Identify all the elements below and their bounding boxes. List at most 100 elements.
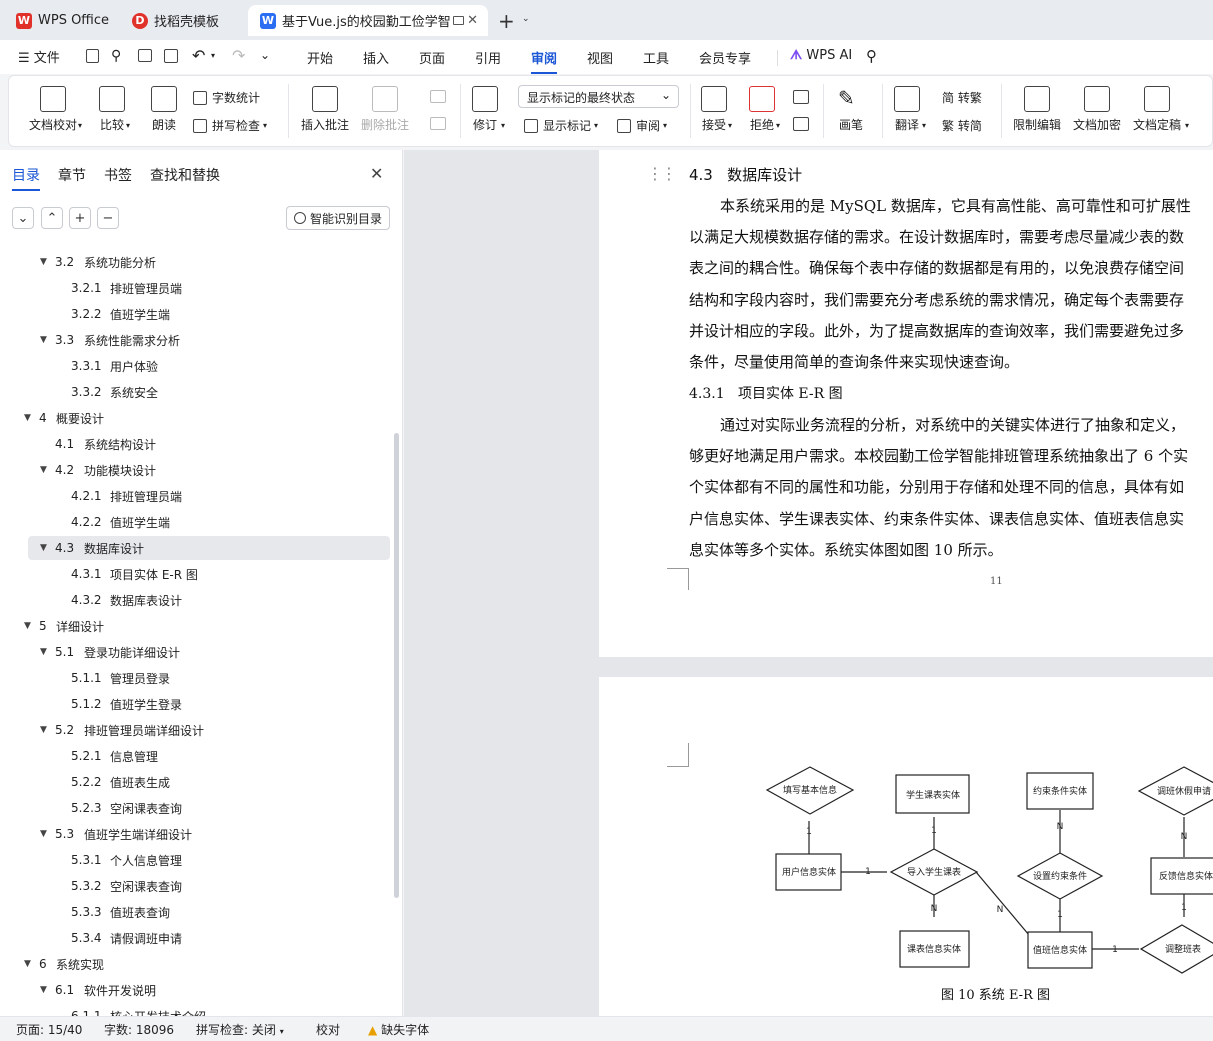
save-icon[interactable] xyxy=(86,49,99,63)
proof-status[interactable]: 校对 xyxy=(316,1023,341,1037)
print-icon[interactable] xyxy=(138,49,152,62)
expand-arrow-icon[interactable]: ▼ xyxy=(40,257,47,267)
next-revision-icon[interactable] xyxy=(793,117,809,131)
menu-member[interactable]: 会员专享 xyxy=(699,52,752,67)
print-preview-icon[interactable] xyxy=(164,49,178,63)
menu-tools[interactable]: 工具 xyxy=(643,52,670,67)
collapse-all-button[interactable]: ⌄ xyxy=(12,207,34,229)
spell-check-status[interactable]: 拼写检查: 关闭 ▾ xyxy=(196,1023,284,1037)
menu-page[interactable]: 页面 xyxy=(419,52,446,67)
spell-check-button[interactable]: 拼写检查 ▾ xyxy=(193,117,267,134)
word-count[interactable]: 字数: 18096 xyxy=(104,1023,175,1037)
delete-comment-button[interactable]: 删除批注 xyxy=(361,86,409,133)
doc-finalize-button[interactable]: 文档定稿 xyxy=(1133,86,1181,133)
tab-find-replace[interactable]: 查找和替换 xyxy=(150,168,220,184)
restrict-edit-button[interactable]: 限制编辑 xyxy=(1013,86,1061,133)
undo-icon[interactable]: ↶ xyxy=(192,46,206,65)
read-aloud-button[interactable]: 朗读 xyxy=(151,86,177,133)
prev-revision-icon[interactable] xyxy=(793,90,809,104)
expand-arrow-icon[interactable]: ▼ xyxy=(24,959,31,969)
pen-button[interactable]: ✎画笔 xyxy=(838,86,864,133)
close-icon[interactable]: ✕ xyxy=(370,164,384,183)
expand-arrow-icon[interactable]: ▼ xyxy=(40,985,47,995)
next-comment-icon[interactable] xyxy=(430,117,446,130)
file-menu[interactable]: ☰ 文件 xyxy=(18,51,60,66)
chevron-down-icon[interactable]: ⌄ xyxy=(260,48,271,62)
menu-insert[interactable]: 插入 xyxy=(363,52,390,67)
prev-comment-icon[interactable] xyxy=(430,90,446,103)
to-simplified-button[interactable]: 繁 转简 xyxy=(942,117,982,134)
word-count-button[interactable]: 字数统计 xyxy=(193,89,260,106)
expand-arrow-icon[interactable]: ▼ xyxy=(40,829,47,839)
tab-chapters[interactable]: 章节 xyxy=(58,168,86,184)
menu-reference[interactable]: 引用 xyxy=(475,52,502,67)
expand-up-button[interactable]: ⌃ xyxy=(41,207,63,229)
translate-button[interactable]: 翻译 xyxy=(894,86,920,133)
remove-entry-button[interactable]: − xyxy=(97,207,119,229)
chevron-down-icon[interactable]: ▾ xyxy=(211,51,216,60)
chevron-down-icon[interactable]: ⌄ xyxy=(522,14,530,24)
tab-template[interactable]: D 找稻壳模板 xyxy=(120,5,244,36)
smart-toc-button[interactable]: 智能识别目录 xyxy=(286,206,390,230)
tab-toc[interactable]: 目录 xyxy=(12,165,40,191)
scrollbar[interactable] xyxy=(394,433,399,898)
drag-handle-icon[interactable]: ⋮⋮ xyxy=(647,164,677,183)
accept-button[interactable]: 接受 xyxy=(701,86,727,133)
page-indicator[interactable]: 页面: 15/40 xyxy=(16,1023,83,1037)
menu-start[interactable]: 开始 xyxy=(307,52,334,67)
show-markup-button[interactable]: 显示标记 ▾ xyxy=(524,117,598,134)
add-entry-button[interactable]: + xyxy=(69,207,91,229)
reject-button[interactable]: 拒绝 xyxy=(749,86,775,133)
expand-arrow-icon[interactable]: ▼ xyxy=(40,335,47,345)
close-icon[interactable]: ✕ xyxy=(467,13,478,28)
link-icon[interactable]: ⚲ xyxy=(111,48,122,64)
expand-arrow-icon[interactable]: ▼ xyxy=(40,725,47,735)
wps-ai-button[interactable]: ᗑ WPS AI xyxy=(790,48,852,63)
expand-arrow-icon[interactable]: ▼ xyxy=(24,621,31,631)
menu-review[interactable]: 审阅 xyxy=(531,48,558,74)
expand-arrow-icon[interactable]: ▼ xyxy=(40,647,47,657)
expand-arrow-icon[interactable]: ▼ xyxy=(40,543,47,553)
tab-bookmarks[interactable]: 书签 xyxy=(104,168,132,184)
expand-arrow-icon[interactable]: ▼ xyxy=(24,413,31,423)
doc-check-button[interactable]: 文档校对 xyxy=(29,86,77,133)
markup-state-select[interactable]: 显示标记的最终状态⌄ xyxy=(518,85,679,108)
to-traditional-button[interactable]: 简 转繁 xyxy=(942,89,982,106)
insert-comment-button[interactable]: 插入批注 xyxy=(301,86,349,133)
review-pane-button[interactable]: 审阅 ▾ xyxy=(617,117,667,134)
redo-icon[interactable]: ↷ xyxy=(232,46,246,65)
expand-arrow-icon[interactable]: ▼ xyxy=(40,465,47,475)
tab-document[interactable]: W 基于Vue.js的校园勤工俭学智能 ✕ xyxy=(248,5,488,36)
revise-button[interactable]: 修订 xyxy=(472,86,498,133)
menu-view[interactable]: 视图 xyxy=(587,52,614,67)
doc-encrypt-button[interactable]: 文档加密 xyxy=(1073,86,1121,133)
compare-button[interactable]: 比较 xyxy=(99,86,125,133)
missing-font-status[interactable]: ▲ 缺失字体 xyxy=(368,1021,429,1038)
new-tab-icon[interactable]: + xyxy=(498,9,515,33)
